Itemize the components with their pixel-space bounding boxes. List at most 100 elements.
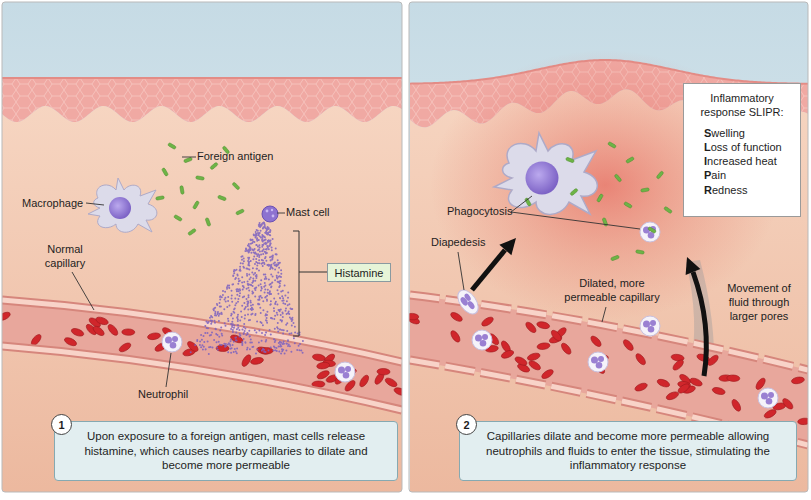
- histamine-box: Histamine: [327, 263, 391, 282]
- antigen: [210, 162, 218, 170]
- list-item: Swelling: [704, 126, 794, 140]
- dermis: [2, 106, 402, 492]
- red-blood-cell: [449, 311, 463, 323]
- red-blood-cell: [560, 342, 573, 356]
- red-blood-cell: [671, 358, 685, 372]
- callout-circle: 2: [456, 414, 477, 435]
- red-blood-cell: [712, 386, 726, 396]
- red-blood-cell: [763, 408, 777, 420]
- red-blood-cell: [730, 398, 742, 412]
- antigen: [570, 188, 578, 196]
- part-label: Diapedesis: [431, 236, 501, 250]
- red-blood-cell: [384, 376, 398, 388]
- red-blood-cell: [63, 336, 77, 347]
- antigen: [184, 157, 193, 163]
- antigen: [156, 196, 165, 201]
- neutrophil-cell: [454, 286, 483, 317]
- red-blood-cell: [70, 327, 84, 338]
- part-label: Macrophage: [22, 197, 92, 211]
- antigen: [193, 201, 200, 210]
- mast-granule: [271, 209, 273, 211]
- red-blood-cell: [665, 390, 679, 401]
- macrophage-nucleus: [109, 197, 131, 219]
- antigen: [162, 168, 169, 177]
- panel-border: [2, 2, 402, 492]
- caption-box: Upon exposure to a foreign antigen, mast…: [54, 421, 398, 481]
- antigen: [608, 142, 617, 149]
- macrophage-cell: [494, 133, 597, 214]
- list-item: Redness: [704, 183, 794, 197]
- red-blood-cell: [2, 311, 11, 322]
- epidermis: [2, 78, 402, 122]
- leader-line: [602, 307, 606, 322]
- antigen: [196, 176, 205, 181]
- epidermis-cells: [2, 78, 402, 122]
- list-item: Loss of function: [704, 140, 794, 154]
- part-label: Normal capillary: [34, 243, 96, 271]
- leader-line: [182, 157, 196, 158]
- antigen: [626, 157, 635, 164]
- red-blood-cell: [409, 313, 419, 320]
- red-blood-cell: [250, 356, 264, 365]
- antigens: [525, 142, 673, 261]
- neutrophil-cell: [640, 316, 660, 336]
- histamine-molecules: [190, 222, 304, 355]
- red-blood-cell: [527, 352, 541, 362]
- red-blood-cell: [316, 362, 330, 370]
- red-blood-cell: [781, 397, 795, 411]
- antigen: [174, 215, 183, 222]
- red-blood-cell: [147, 332, 161, 341]
- antigen: [168, 143, 177, 150]
- red-blood-cell: [727, 375, 740, 382]
- list-item: Increased heat: [704, 154, 794, 168]
- antigen: [602, 218, 608, 227]
- macrophage-body: [494, 133, 597, 214]
- list-item: Pain: [704, 168, 794, 182]
- part-label: Movement of fluid through larger pores: [716, 282, 802, 323]
- red-blood-cell: [514, 355, 528, 367]
- neutrophil-cell: [758, 388, 778, 408]
- red-blood-cell: [622, 338, 635, 352]
- red-blood-cell: [634, 352, 647, 366]
- neutrophil-cell: [472, 330, 492, 350]
- neutrophil-cell: [588, 352, 608, 372]
- slipr-box: Inflammatory response SLIPR:SwellingLoss…: [683, 83, 801, 217]
- part-label: Foreign antigen: [197, 150, 287, 164]
- panel-border: [409, 2, 808, 492]
- antigen: [218, 195, 227, 201]
- red-blood-cell: [797, 418, 808, 425]
- red-blood-cell: [500, 349, 514, 360]
- arrow-head: [686, 257, 701, 275]
- leader-line: [458, 252, 464, 290]
- red-blood-cell: [393, 386, 402, 397]
- node-text: Upon exposure to a foreign antigen, mast…: [77, 429, 375, 474]
- antigen: [236, 209, 245, 215]
- part-label: Neutrophil: [138, 388, 208, 402]
- red-blood-cell: [91, 324, 105, 337]
- antigen: [180, 186, 185, 195]
- neutrophil-cell: [640, 222, 660, 242]
- antigen: [656, 171, 664, 179]
- red-blood-cell: [316, 369, 330, 380]
- red-blood-cell: [449, 329, 462, 343]
- histamine-dots: [190, 222, 304, 355]
- skin-surface: [2, 77, 402, 79]
- antigen: [205, 218, 211, 227]
- part-label: Dilated, more permeable capillary: [552, 277, 672, 305]
- mast-cell: [262, 206, 278, 222]
- leader-line: [72, 272, 94, 310]
- neutrophil-cell: [335, 362, 355, 382]
- red-blood-cell: [358, 374, 370, 388]
- node-text: Capillaries dilate and become more perme…: [482, 429, 774, 474]
- red-blood-cell: [528, 359, 542, 371]
- panel-one-art: [2, 2, 402, 492]
- skin-layers: [2, 78, 402, 492]
- macrophage-nucleus: [526, 162, 559, 195]
- capillary-wall: [2, 346, 402, 410]
- red-blood-cell: [118, 341, 132, 353]
- part-label: Mast cell: [286, 206, 346, 220]
- capillary-lumen: [2, 300, 402, 410]
- antigen: [611, 255, 620, 261]
- red-blood-cell: [656, 378, 670, 389]
